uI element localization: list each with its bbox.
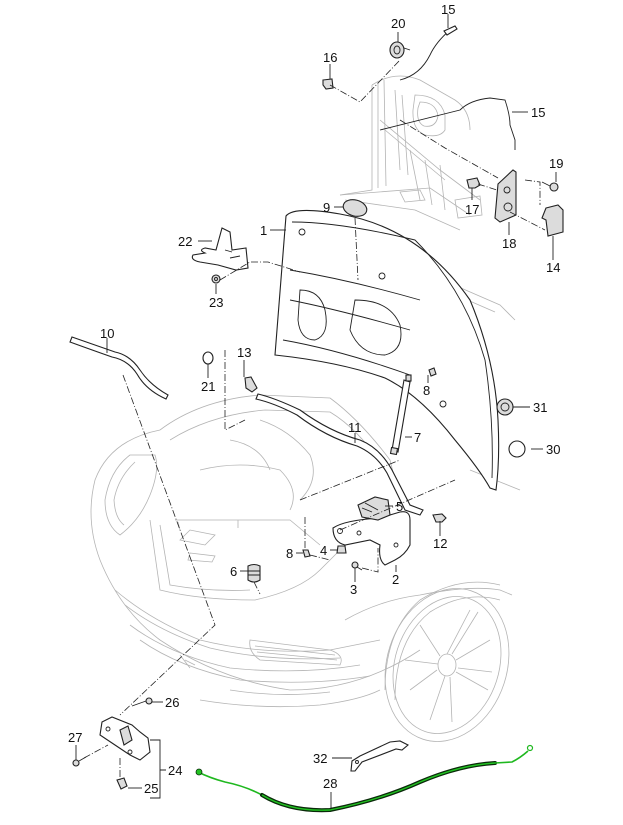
callout-12[interactable]: 12 <box>433 536 447 551</box>
callout-28[interactable]: 28 <box>323 776 337 791</box>
callout-3[interactable]: 3 <box>350 582 357 597</box>
part-clip[interactable] <box>432 513 447 523</box>
callout-14[interactable]: 14 <box>546 260 560 275</box>
part-hinge-bolt[interactable] <box>351 561 363 571</box>
callout-30[interactable]: 30 <box>546 442 560 457</box>
part-release-lever[interactable] <box>494 169 517 223</box>
part-grommet-large[interactable] <box>496 398 514 416</box>
part-lock-assembly[interactable] <box>99 716 151 761</box>
part-ball-stud-lower[interactable] <box>302 549 311 558</box>
callout-19[interactable]: 19 <box>549 156 563 171</box>
part-lock-screw[interactable] <box>72 756 87 767</box>
leader-lines <box>75 14 557 808</box>
part-seal-front[interactable] <box>69 336 169 400</box>
callout-24[interactable]: 24 <box>168 763 182 778</box>
part-release-cable[interactable] <box>379 25 516 150</box>
part-ball-stud-upper[interactable] <box>428 367 437 377</box>
part-plug-large[interactable] <box>508 440 526 458</box>
part-lever-screw[interactable] <box>541 181 559 192</box>
callout-15-upper[interactable]: 15 <box>441 2 455 17</box>
part-striker[interactable] <box>191 227 249 271</box>
part-cable-clip[interactable] <box>322 78 334 90</box>
callout-11[interactable]: 11 <box>348 420 362 435</box>
part-rubber-buffer[interactable] <box>247 563 261 583</box>
part-hinge-bracket[interactable] <box>357 496 391 521</box>
callout-20[interactable]: 20 <box>391 16 405 31</box>
part-striker-nut[interactable] <box>211 274 221 284</box>
part-front-lid[interactable] <box>274 209 500 491</box>
part-plug-round[interactable] <box>202 351 214 365</box>
part-gas-strut[interactable] <box>389 374 412 456</box>
callout-25[interactable]: 25 <box>144 781 158 796</box>
part-seal-side[interactable] <box>255 393 424 516</box>
part-expanding-rivet[interactable] <box>466 177 481 189</box>
part-cover-cap[interactable] <box>541 204 564 237</box>
callout-7[interactable]: 7 <box>414 430 421 445</box>
callout-18[interactable]: 18 <box>502 236 516 251</box>
car-body-line-art <box>90 254 521 742</box>
callout-31[interactable]: 31 <box>533 400 547 415</box>
part-cable-bracket[interactable] <box>350 740 409 772</box>
callout-8-lower[interactable]: 8 <box>286 546 293 561</box>
callout-15[interactable]: 15 <box>531 105 545 120</box>
callout-6[interactable]: 6 <box>230 564 237 579</box>
part-bowden-cable[interactable] <box>195 744 534 813</box>
callout-27[interactable]: 27 <box>68 730 82 745</box>
callout-26[interactable]: 26 <box>165 695 179 710</box>
part-hinge[interactable] <box>332 511 411 566</box>
callout-labels: 1 2 3 4 5 6 7 8 8 9 10 11 12 13 14 15 15… <box>68 2 563 796</box>
callout-5[interactable]: 5 <box>396 499 403 514</box>
callout-9[interactable]: 9 <box>323 200 330 215</box>
door-frame-line-art <box>339 75 483 231</box>
callout-16[interactable]: 16 <box>323 50 337 65</box>
callout-22[interactable]: 22 <box>178 234 192 249</box>
part-hinge-nut[interactable] <box>336 545 347 554</box>
callout-8-upper[interactable]: 8 <box>423 383 430 398</box>
callout-17[interactable]: 17 <box>465 202 479 217</box>
callout-23[interactable]: 23 <box>209 295 223 310</box>
callout-21[interactable]: 21 <box>201 379 215 394</box>
callout-13[interactable]: 13 <box>237 345 251 360</box>
part-plug-oval[interactable] <box>341 197 368 219</box>
assembly-lines <box>83 59 546 780</box>
callout-10[interactable]: 10 <box>100 326 114 341</box>
callout-4[interactable]: 4 <box>320 543 327 558</box>
callout-1[interactable]: 1 <box>260 223 267 238</box>
part-seal-end-piece[interactable] <box>244 376 258 393</box>
callout-32[interactable]: 32 <box>313 751 327 766</box>
part-lock-bolt[interactable] <box>131 697 153 707</box>
part-lock-switch[interactable] <box>116 777 128 790</box>
callout-2[interactable]: 2 <box>392 572 399 587</box>
part-grommet[interactable] <box>389 41 411 59</box>
